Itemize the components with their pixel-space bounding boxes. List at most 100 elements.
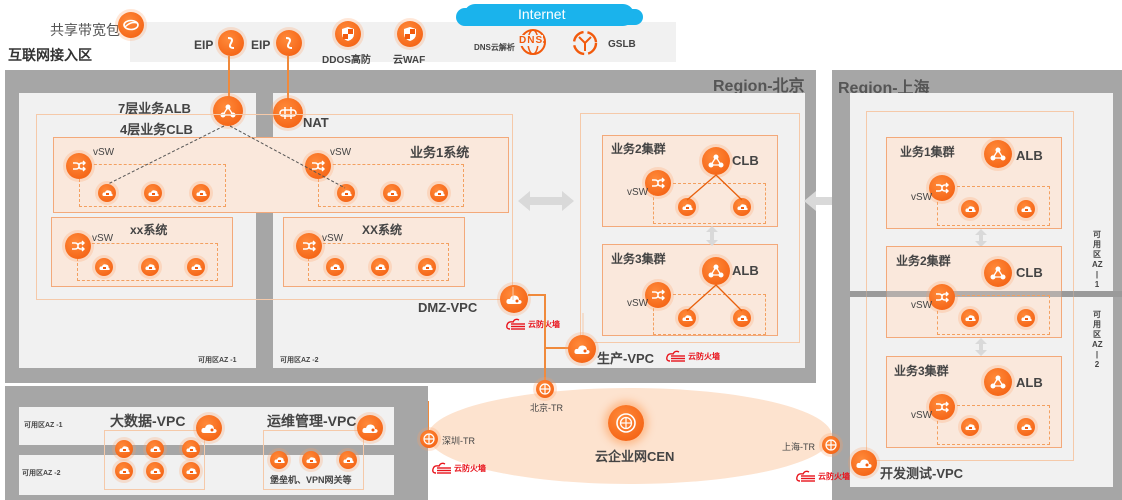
vsw-label: vSW: [911, 410, 933, 421]
eip2-link: [287, 56, 289, 101]
ecs-instance-icon[interactable]: [1017, 418, 1035, 436]
sh-az2-vertical-label: 可用区AZ|2: [1092, 310, 1103, 369]
cloud-firewall-icon: [796, 470, 815, 482]
vpc-cloud-glyph: [362, 423, 378, 433]
ecs-instance-icon[interactable]: [182, 462, 200, 480]
vsw-label: vSW: [911, 192, 933, 203]
ops-vpc-icon[interactable]: [357, 415, 383, 441]
ecs-instance-icon[interactable]: [961, 200, 979, 218]
nat-label: NAT: [303, 115, 329, 130]
nat-gateway-icon[interactable]: [273, 98, 303, 128]
ecs-instance-icon[interactable]: [678, 309, 696, 327]
vsw-label: vSW: [627, 187, 649, 198]
vswitch-icon[interactable]: [645, 282, 671, 308]
alb-icon[interactable]: [702, 257, 730, 285]
firewall-label: 云防火墙: [688, 351, 720, 361]
vswitch-icon[interactable]: [929, 175, 955, 201]
ecs-instance-icon[interactable]: [733, 198, 751, 216]
shared-bandwidth-icon[interactable]: [118, 12, 144, 38]
ecs-instance-icon[interactable]: [961, 309, 979, 327]
vsw-label: vSW: [911, 300, 933, 311]
eip-icon-2[interactable]: [276, 30, 302, 56]
sh-cluster3-label: 业务3集群: [894, 364, 949, 378]
transit-router-icon[interactable]: [536, 380, 554, 398]
ecs-instance-icon[interactable]: [1017, 309, 1035, 327]
ecs-instance-icon[interactable]: [371, 258, 389, 276]
eip-label-2: EIP: [251, 38, 271, 52]
vswitch-icon[interactable]: [645, 170, 671, 196]
vsw-label: vSW: [627, 298, 649, 309]
ecs-instance-icon[interactable]: [339, 451, 357, 469]
ecs-instance-icon[interactable]: [326, 258, 344, 276]
ecs-instance-icon[interactable]: [141, 258, 159, 276]
cloud-server-glyph: [190, 264, 202, 270]
system1-label: 业务1系统: [410, 145, 470, 160]
ecs-instance-icon[interactable]: [678, 198, 696, 216]
ecs-instance-icon[interactable]: [430, 184, 448, 202]
ecs-instance-icon[interactable]: [302, 451, 320, 469]
cluster2-label: 业务2集群: [611, 142, 666, 156]
ecs-instance-icon[interactable]: [115, 440, 133, 458]
prod-vpc-icon[interactable]: [568, 335, 596, 363]
vpc-cloud-glyph: [506, 294, 522, 304]
tr-shenzhen-label: 深圳-TR: [442, 436, 475, 446]
dev-vpc-icon[interactable]: [851, 450, 877, 476]
transit-router-icon[interactable]: [420, 430, 438, 448]
shanghai-firewall: 云防火墙: [796, 470, 850, 482]
ecs-instance-icon[interactable]: [1017, 200, 1035, 218]
clb4-container: [36, 114, 513, 300]
cen-globe-icon[interactable]: [608, 405, 644, 441]
load-balancer-glyph: [708, 154, 724, 168]
ecs-instance-icon[interactable]: [187, 258, 205, 276]
ecs-instance-icon[interactable]: [146, 462, 164, 480]
vswitch-icon[interactable]: [296, 233, 322, 259]
vswitch-icon[interactable]: [66, 153, 92, 179]
alb7-label: 7层业务ALB: [118, 101, 191, 116]
clb-icon[interactable]: [702, 147, 730, 175]
ecs-instance-icon[interactable]: [98, 184, 116, 202]
alb-icon[interactable]: [984, 368, 1012, 396]
eip-icon-1[interactable]: [218, 30, 244, 56]
ddos-shield-icon[interactable]: [335, 21, 361, 47]
sh-cluster2-subnet: [937, 295, 1050, 335]
vswitch-icon[interactable]: [929, 284, 955, 310]
vpc-cloud-glyph: [856, 458, 872, 468]
ecs-instance-icon[interactable]: [337, 184, 355, 202]
bigdata-vpc-icon[interactable]: [196, 415, 222, 441]
ecs-instance-icon[interactable]: [182, 440, 200, 458]
tr-beijing-label: 北京-TR: [530, 403, 563, 413]
vswitch-icon[interactable]: [65, 233, 91, 259]
az-divider: [850, 291, 1122, 297]
firewall-label: 云防火墙: [454, 463, 486, 473]
cluster-link-arrow: [975, 229, 987, 247]
vsw-label: vSW: [322, 233, 344, 244]
ecs-instance-icon[interactable]: [270, 451, 288, 469]
shuffle-glyph: [936, 182, 949, 194]
ecs-instance-icon[interactable]: [733, 309, 751, 327]
ecs-instance-icon[interactable]: [144, 184, 162, 202]
ecs-instance-icon[interactable]: [146, 440, 164, 458]
alb7-icon[interactable]: [213, 96, 243, 126]
dns-icon[interactable]: DNS: [518, 28, 548, 56]
vsw-label: vSW: [93, 147, 115, 158]
alb-icon[interactable]: [984, 140, 1012, 168]
ecs-instance-icon[interactable]: [115, 462, 133, 480]
vswitch-icon[interactable]: [305, 153, 331, 179]
cloud-server-glyph: [386, 190, 398, 196]
ecs-instance-icon[interactable]: [95, 258, 113, 276]
waf-shield-icon[interactable]: [397, 21, 423, 47]
load-balancer-glyph: [990, 375, 1006, 389]
ecs-instance-icon[interactable]: [383, 184, 401, 202]
clb-icon[interactable]: [984, 259, 1012, 287]
cloud-server-glyph: [964, 315, 976, 321]
ecs-instance-icon[interactable]: [961, 418, 979, 436]
vsw-label: vSW: [330, 147, 352, 158]
router-glyph: [539, 383, 551, 395]
ecs-instance-icon[interactable]: [418, 258, 436, 276]
gslb-icon[interactable]: [571, 29, 599, 57]
region-beijing-label: Region-北京: [713, 78, 805, 95]
dmz-vpc-icon[interactable]: [500, 285, 528, 313]
ecs-instance-icon[interactable]: [192, 184, 210, 202]
vswitch-icon[interactable]: [929, 394, 955, 420]
transit-router-icon[interactable]: [822, 436, 840, 454]
